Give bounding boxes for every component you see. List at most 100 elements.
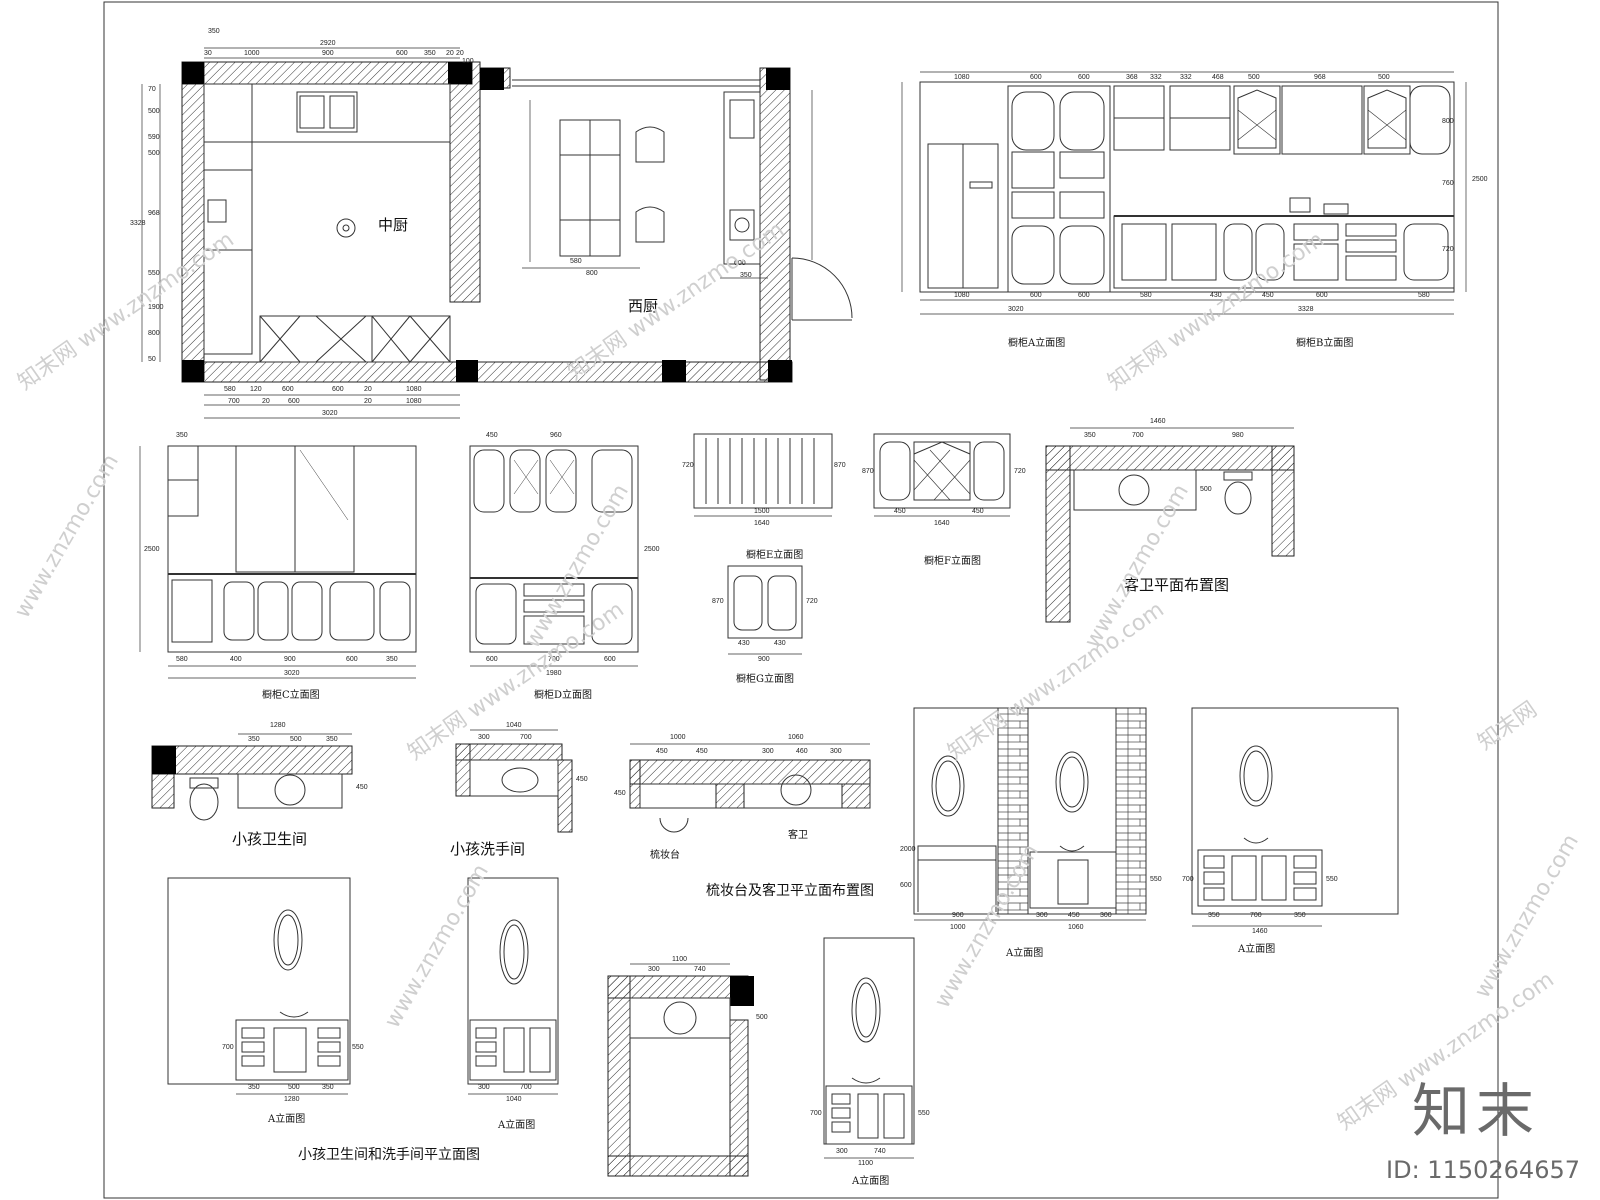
label-xichu: 西厨 bbox=[628, 297, 659, 315]
dim-ea-7: 332 bbox=[1180, 74, 1192, 81]
dim-dr-7: 450 bbox=[614, 790, 626, 797]
dim-ke-2: 350 bbox=[322, 1084, 334, 1091]
dim-eab-6: 580 bbox=[1140, 292, 1152, 299]
dim-be-0: 300 bbox=[836, 1148, 848, 1155]
dim-kwp-3: 500 bbox=[756, 1014, 768, 1021]
dim-xichu-4: 600 bbox=[734, 260, 746, 267]
cabinet-a-b-elevation bbox=[901, 71, 1467, 315]
dresser-elevation-a bbox=[913, 707, 1147, 921]
dim-bottom2-3: 20 bbox=[364, 398, 372, 405]
cabinet-g-elevation bbox=[727, 565, 803, 655]
dim-top-1: 1000 bbox=[244, 50, 260, 57]
dim-cc-0: 580 bbox=[176, 656, 188, 663]
label-cabinet-e: 橱柜E立面图 bbox=[746, 550, 804, 561]
dim-eab-8: 430 bbox=[1210, 292, 1222, 299]
title-dresser-guestbath: 梳妆台及客卫平立面布置图 bbox=[706, 883, 874, 899]
dim-eab-10: 600 bbox=[1316, 292, 1328, 299]
dim-left-3: 500 bbox=[148, 150, 160, 157]
dim-kb-3: 350 bbox=[326, 736, 338, 743]
label-elev-a-1: A立面图 bbox=[1006, 948, 1044, 959]
dim-cc-5: 350 bbox=[386, 656, 398, 663]
dim-cg-1: 430 bbox=[774, 640, 786, 647]
label-guest-bath-plan: 客卫平面布置图 bbox=[1124, 576, 1230, 594]
label-elev-a-4: A立面图 bbox=[498, 1120, 536, 1131]
dim-bottom2-1: 20 bbox=[262, 398, 270, 405]
dim-gp-4: 500 bbox=[1200, 486, 1212, 493]
dim-kwe-0: 300 bbox=[478, 1084, 490, 1091]
dim-dr-3: 450 bbox=[696, 748, 708, 755]
dim-eab-12: 580 bbox=[1418, 292, 1430, 299]
dim-left-0: 70 bbox=[148, 86, 156, 93]
dim-gp-1: 350 bbox=[1084, 432, 1096, 439]
dim-kwe-2: 1040 bbox=[506, 1096, 522, 1103]
dim-er-1: 800 bbox=[1442, 118, 1454, 125]
dim-cf-2: 450 bbox=[972, 508, 984, 515]
dim-top-0: 30 bbox=[204, 50, 212, 57]
dim-cd-1: 960 bbox=[550, 432, 562, 439]
dim-er-4: 720 bbox=[1442, 246, 1454, 253]
dim-ke-3: 1280 bbox=[284, 1096, 300, 1103]
dim-cc-10: 350 bbox=[176, 432, 188, 439]
dim-ea1-7: 600 bbox=[900, 882, 912, 889]
dim-eab-9: 450 bbox=[1262, 292, 1274, 299]
dim-ea1-3: 450 bbox=[1068, 912, 1080, 919]
kid-bath-elevation bbox=[167, 877, 351, 1095]
dim-eab-3: 600 bbox=[1078, 292, 1090, 299]
label-cabinet-d: 橱柜D立面图 bbox=[534, 690, 593, 701]
dim-left-8: 50 bbox=[148, 356, 156, 363]
dim-ea1-6: 2000 bbox=[900, 846, 916, 853]
dim-kwp-1: 300 bbox=[648, 966, 660, 973]
dim-ea-11: 968 bbox=[1314, 74, 1326, 81]
cabinet-c-elevation bbox=[139, 445, 417, 679]
label-cabinet-a: 橱柜A立面图 bbox=[1008, 338, 1066, 349]
dim-xichu-5: 350 bbox=[740, 272, 752, 279]
dim-gp-0: 1460 bbox=[1150, 418, 1166, 425]
dim-cd-2: 600 bbox=[486, 656, 498, 663]
right-elevation-a bbox=[1191, 707, 1399, 927]
dim-ea2-4: 700 bbox=[1182, 876, 1194, 883]
dim-top-7: 100 bbox=[462, 58, 474, 65]
dim-bottom2-2: 600 bbox=[288, 398, 300, 405]
dim-be-2: 1100 bbox=[858, 1160, 874, 1167]
dim-ea-2: 600 bbox=[1030, 74, 1042, 81]
dim-ea1-4: 300 bbox=[1100, 912, 1112, 919]
sheet-border bbox=[103, 1, 1499, 1199]
dim-ke-5: 550 bbox=[352, 1044, 364, 1051]
label-guest-bath: 客卫 bbox=[788, 830, 808, 841]
label-cabinet-f: 橱柜F立面图 bbox=[924, 556, 981, 567]
dim-xichu-1: 800 bbox=[586, 270, 598, 277]
dim-be-1: 740 bbox=[874, 1148, 886, 1155]
dresser-guestbath-plan bbox=[629, 743, 871, 833]
dim-kw-0: 1040 bbox=[506, 722, 522, 729]
dim-kw-3: 450 bbox=[576, 776, 588, 783]
label-cabinet-b: 橱柜B立面图 bbox=[1296, 338, 1354, 349]
dim-bottom-2: 600 bbox=[282, 386, 294, 393]
dim-gp-3: 980 bbox=[1232, 432, 1244, 439]
dim-ea2-1: 700 bbox=[1250, 912, 1262, 919]
dim-top-4: 350 bbox=[424, 50, 436, 57]
dim-left-6: 1900 bbox=[148, 304, 164, 311]
dim-top-2: 900 bbox=[322, 50, 334, 57]
dim-left-2: 590 bbox=[148, 134, 160, 141]
dim-cf-1: 450 bbox=[894, 508, 906, 515]
dim-ea-5: 368 bbox=[1126, 74, 1138, 81]
dim-kw-2: 700 bbox=[520, 734, 532, 741]
dim-ea1-8: 550 bbox=[1150, 876, 1162, 883]
dim-dr-6: 300 bbox=[830, 748, 842, 755]
dim-be-4: 550 bbox=[918, 1110, 930, 1117]
cabinet-d-elevation bbox=[469, 445, 639, 667]
dim-cc-4: 600 bbox=[346, 656, 358, 663]
dim-left-7: 800 bbox=[148, 330, 160, 337]
dim-ea1-1: 1000 bbox=[950, 924, 966, 931]
dim-dr-5: 460 bbox=[796, 748, 808, 755]
dim-cc-3: 900 bbox=[284, 656, 296, 663]
label-cabinet-c: 橱柜C立面图 bbox=[262, 690, 320, 701]
dim-ea-total-1: 3328 bbox=[1298, 306, 1314, 313]
dim-top-350: 350 bbox=[208, 28, 220, 35]
dim-kb-0: 1280 bbox=[270, 722, 286, 729]
dim-left-4: 968 bbox=[148, 210, 160, 217]
label-elev-a-3: A立面图 bbox=[268, 1114, 306, 1125]
dim-ea-6: 332 bbox=[1150, 74, 1162, 81]
dim-left-total: 3328 bbox=[130, 220, 146, 227]
